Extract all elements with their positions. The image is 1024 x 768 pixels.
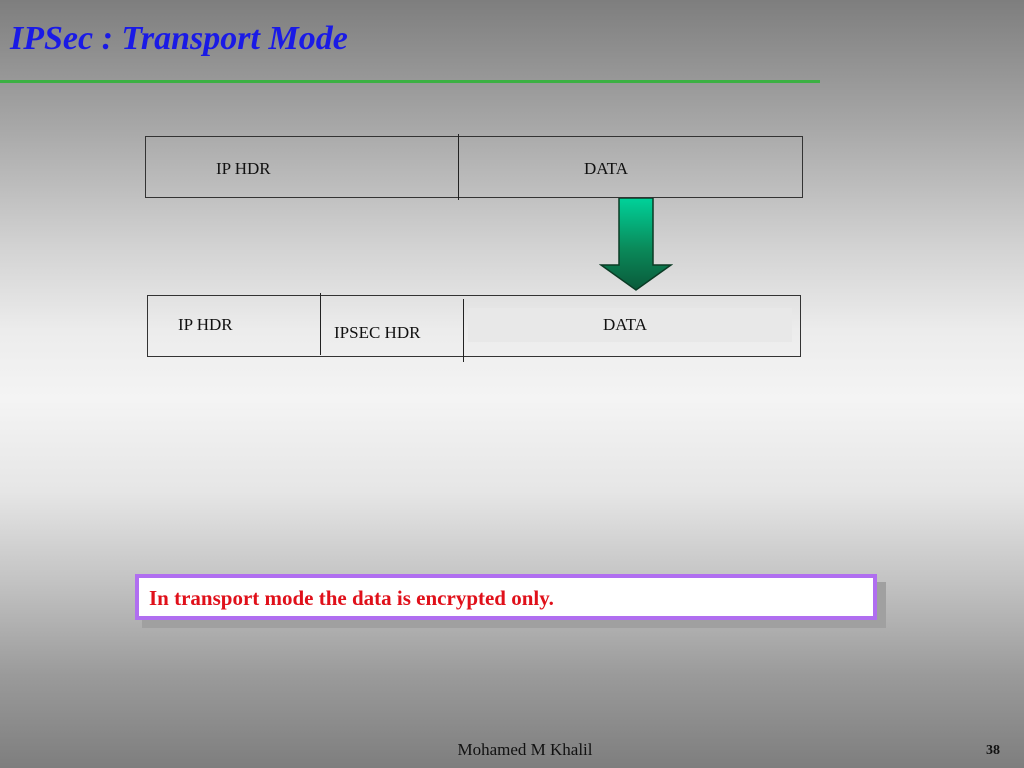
transport-field-divider-1 bbox=[320, 293, 321, 355]
down-arrow-icon bbox=[599, 198, 673, 291]
original-data-label: DATA bbox=[584, 159, 628, 178]
transport-ip-hdr-label: IP HDR bbox=[178, 315, 233, 334]
slide-title: IPSec : Transport Mode bbox=[10, 20, 348, 57]
transport-ipsec-hdr-label: IPSEC HDR bbox=[334, 323, 421, 342]
note-box: In transport mode the data is encrypted … bbox=[135, 574, 877, 620]
original-packet: IP HDR DATA bbox=[145, 134, 803, 200]
encrypted-data-field: DATA bbox=[468, 308, 792, 342]
footer-author: Mohamed M Khalil bbox=[457, 740, 593, 759]
slide-page-number: 38 bbox=[986, 743, 1000, 758]
transport-field-divider-2 bbox=[463, 299, 464, 362]
transport-mode-packet: IP HDR IPSEC HDR DATA bbox=[147, 293, 801, 362]
note-text: In transport mode the data is encrypted … bbox=[149, 586, 554, 610]
original-field-divider bbox=[458, 134, 459, 200]
transport-data-label: DATA bbox=[603, 315, 647, 334]
original-ip-hdr-label: IP HDR bbox=[216, 159, 271, 178]
title-divider bbox=[0, 80, 820, 83]
